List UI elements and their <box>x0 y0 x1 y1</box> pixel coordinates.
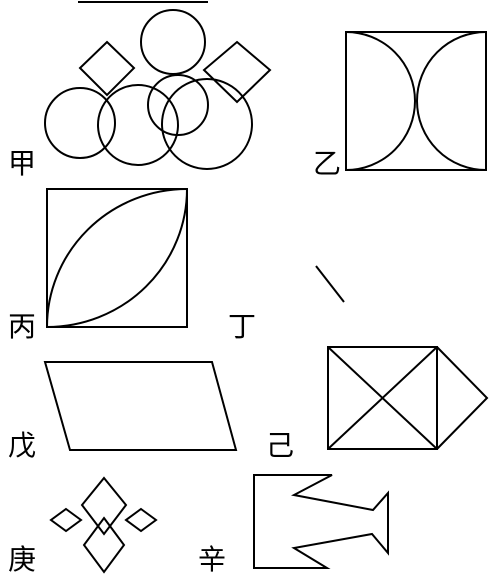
label-ji: 己 <box>266 429 295 462</box>
label-ding: 丁 <box>228 310 257 343</box>
label-geng: 庚 <box>8 543 37 576</box>
circle <box>161 78 253 170</box>
left-semicircle <box>345 31 416 171</box>
circle <box>147 74 209 136</box>
label-xin: 辛 <box>198 543 227 576</box>
label-yi: 乙 <box>313 147 342 180</box>
diamond <box>78 40 136 97</box>
circle <box>97 84 179 166</box>
diamond <box>202 40 272 104</box>
circle <box>44 87 116 159</box>
label-jia: 甲 <box>8 147 37 180</box>
label-wu: 戊 <box>8 429 37 462</box>
figure-jia <box>44 9 272 170</box>
square <box>327 346 438 450</box>
diamond <box>82 516 126 574</box>
figure-ding-segment <box>315 265 345 303</box>
label-bing: 丙 <box>8 310 37 343</box>
figure-geng <box>49 476 158 574</box>
figure-xin-shape <box>253 474 389 569</box>
figure-ji <box>327 346 489 450</box>
figure-bing <box>46 188 188 328</box>
right-semicircle <box>416 31 487 171</box>
diamond <box>80 476 128 536</box>
figure-yi <box>345 31 487 171</box>
diagonal <box>327 346 438 450</box>
square <box>46 188 188 328</box>
upper-arc <box>46 188 188 328</box>
diamond <box>49 507 83 533</box>
diamond <box>124 507 158 533</box>
circle <box>140 9 206 75</box>
square <box>345 31 487 171</box>
lower-arc <box>46 188 188 328</box>
figure-wu-parallelogram <box>43 361 238 451</box>
triangle <box>436 346 489 450</box>
